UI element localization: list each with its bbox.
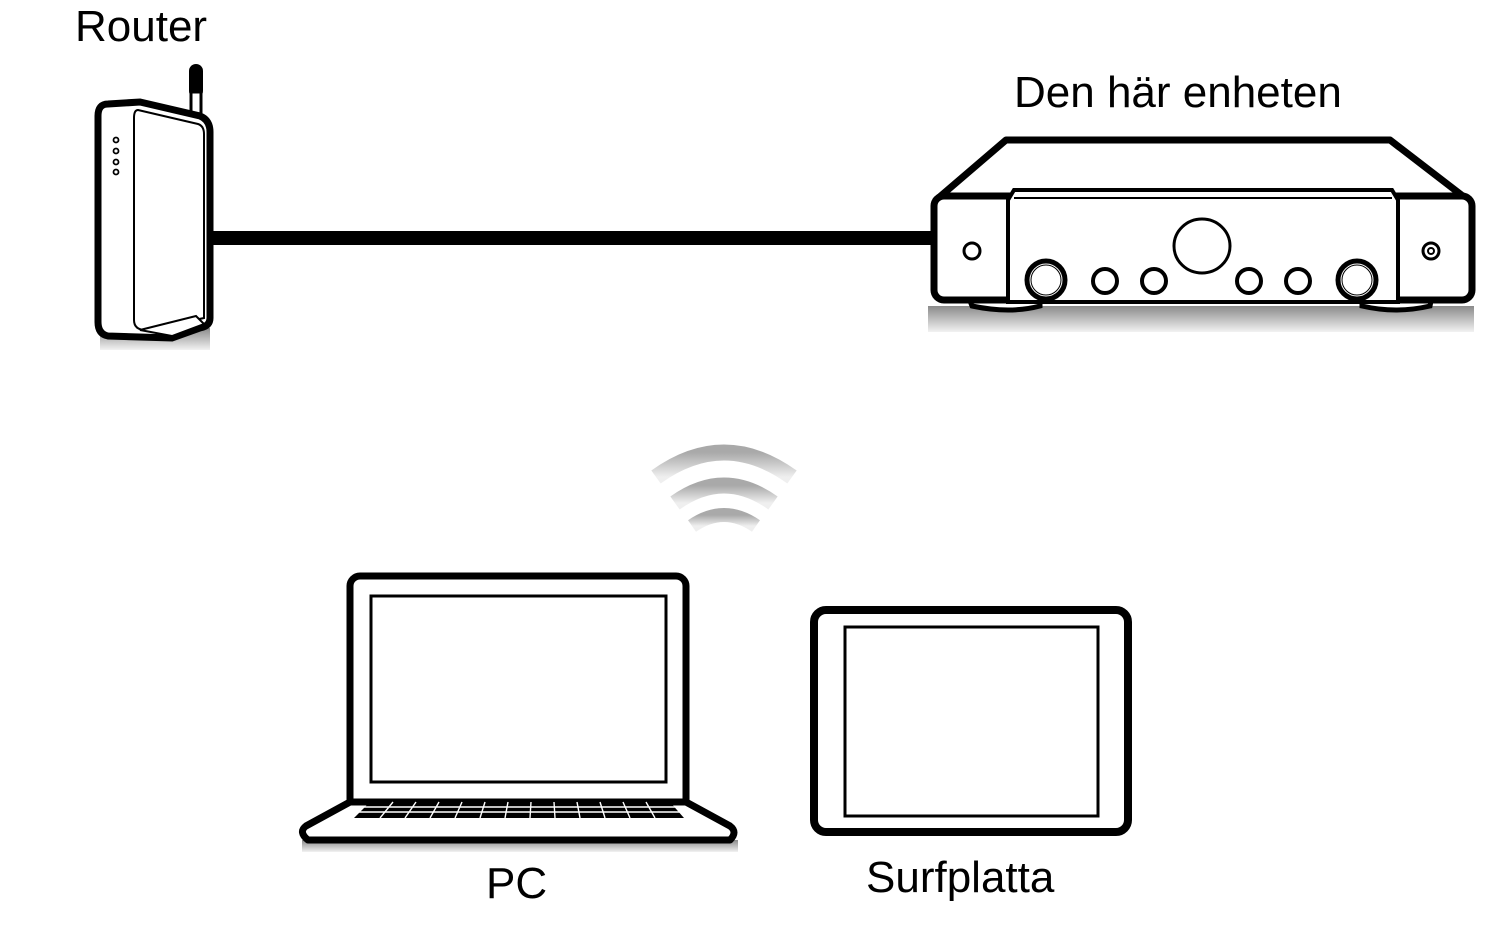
tablet-icon — [810, 606, 1132, 836]
laptop-icon — [299, 572, 738, 852]
wifi-icon — [651, 444, 797, 532]
ethernet-cable — [208, 231, 936, 245]
tablet-label: Surfplatta — [866, 853, 1055, 902]
amplifier-icon — [928, 136, 1476, 332]
device-label: Den här enheten — [1014, 68, 1342, 117]
router-label: Router — [75, 2, 208, 51]
router-icon — [94, 64, 214, 350]
pc-label: PC — [486, 859, 548, 908]
